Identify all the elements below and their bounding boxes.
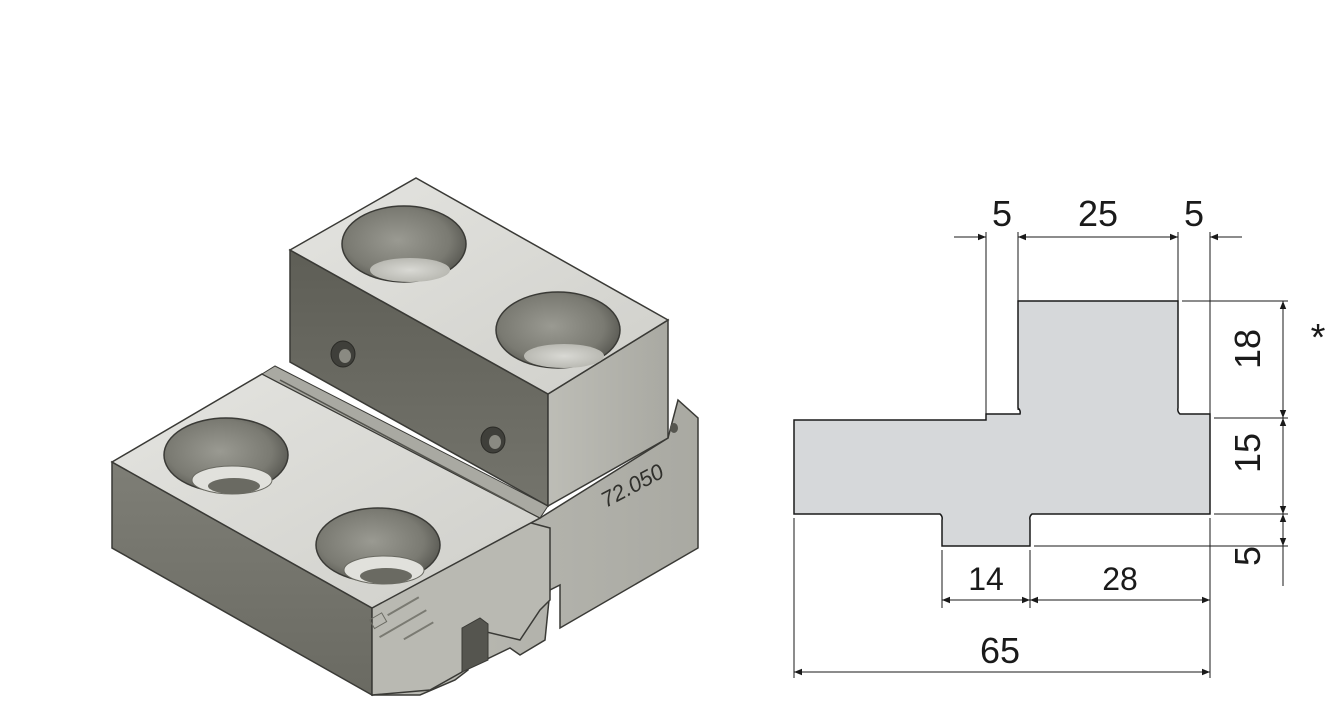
threaded-hole-2 <box>480 426 506 454</box>
dim-overall-width: 65 <box>980 630 1020 671</box>
part-end-face-lower <box>371 519 551 696</box>
dim-right-upper: 18 <box>1227 329 1268 369</box>
threaded-hole-1 <box>330 340 356 368</box>
part-slot-notch <box>461 617 489 673</box>
dim-right-middle: 15 <box>1227 433 1268 473</box>
profile-shape <box>793 300 1211 547</box>
lower-hole-2 <box>315 507 441 585</box>
upper-hole-1 <box>341 205 467 283</box>
upper-hole-2 <box>495 291 621 369</box>
note-asterisk: * <box>1311 317 1326 359</box>
bottom-dimension-lines <box>794 596 1210 676</box>
dim-bottom-right: 28 <box>1102 561 1138 597</box>
lower-hole-1 <box>163 417 289 495</box>
section-drawing: 5 25 5 18 15 5 14 28 65 * <box>793 193 1326 678</box>
engraved-label <box>368 596 434 641</box>
dim-top-right: 5 <box>1184 193 1204 234</box>
dim-top-center: 25 <box>1078 193 1118 234</box>
dim-bottom-left: 14 <box>968 561 1004 597</box>
side-small-hole <box>670 423 678 433</box>
isometric-part-view: 72.050 <box>110 177 699 697</box>
extension-lines <box>793 232 1288 678</box>
dim-top-left: 5 <box>992 193 1012 234</box>
dim-right-lower: 5 <box>1227 546 1268 566</box>
